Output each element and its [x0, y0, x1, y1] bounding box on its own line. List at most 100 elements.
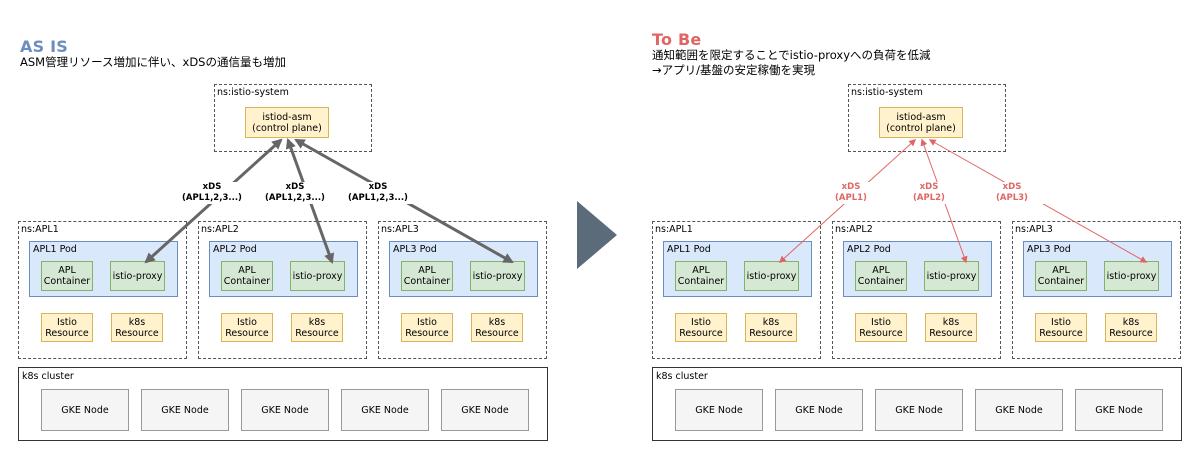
istio-resource-line-1: Istio	[1051, 316, 1071, 328]
gke-node: GKE Node	[441, 389, 529, 431]
k8s-cluster	[18, 367, 548, 441]
namespace-apl1	[18, 221, 187, 359]
control-plane-name: istiod-asm	[896, 111, 946, 123]
left-title: AS IS	[20, 37, 68, 56]
istio-resource-line-1: Istio	[691, 316, 711, 328]
right-subtitle-line-1: 通知範囲を限定することでistio-proxyへの負荷を低減	[652, 48, 931, 62]
gke-node: GKE Node	[341, 389, 429, 431]
k8s-cluster-label: k8s cluster	[22, 371, 74, 382]
control-plane-name: istiod-asm	[262, 111, 312, 123]
istio-resource-line-2: Resource	[405, 327, 449, 339]
istio-proxy: istio-proxy	[744, 261, 799, 291]
xds-label-apl3: xDS(APL3)	[977, 182, 1047, 204]
xds-label-scope: (APL3)	[996, 193, 1028, 203]
apl-container-line-1: APL	[418, 265, 436, 276]
namespace-apl2	[832, 221, 1001, 359]
istio-resource-line-2: Resource	[1039, 327, 1083, 339]
k8s-resource-line-2: Resource	[295, 327, 339, 339]
gke-node: GKE Node	[141, 389, 229, 431]
transition-arrow-shape	[577, 201, 617, 269]
k8s-resource-line-2: Resource	[115, 327, 159, 339]
right-title: To Be	[652, 30, 702, 49]
istio-resource-line-1: Istio	[237, 316, 257, 328]
xds-label-scope: (APL1)	[835, 193, 867, 203]
apl-container-line-2: Container	[403, 276, 451, 287]
istio-resource-line-2: Resource	[45, 327, 89, 339]
istio-system-label: ns:istio-system	[217, 87, 289, 98]
left-subtitle: ASM管理リソース増加に伴い、xDSの通信量も増加	[20, 55, 286, 69]
k8s-resource-line-2: Resource	[1109, 327, 1153, 339]
apl-container-line-2: Container	[223, 276, 271, 287]
control-plane-box: istiod-asm(control plane)	[879, 107, 963, 138]
namespace-apl3-label: ns:APL3	[381, 224, 419, 235]
xds-label-title: xDS	[368, 182, 388, 192]
namespace-apl1-label: ns:APL1	[655, 224, 693, 235]
istio-resource-line-2: Resource	[225, 327, 269, 339]
k8s-resource-line-1: k8s	[942, 316, 960, 328]
xds-label-scope: (APL1,2,3...)	[265, 193, 325, 203]
control-plane-box: istiod-asm(control plane)	[245, 107, 329, 138]
apl-container-line-1: APL	[692, 265, 710, 276]
k8s-resource-line-1: k8s	[128, 316, 146, 328]
xds-label-apl2: xDS(APL1,2,3...)	[260, 182, 330, 204]
k8s-resource-line-2: Resource	[929, 327, 973, 339]
apl-container-line-2: Container	[857, 276, 905, 287]
apl3-pod-label: APL3 Pod	[1027, 244, 1071, 255]
k8s-resource-line-1: k8s	[308, 316, 326, 328]
xds-label-title: xDS	[285, 182, 305, 192]
istio-resource-line-1: Istio	[417, 316, 437, 328]
k8s-cluster	[652, 367, 1182, 441]
xds-label-scope: (APL2)	[913, 193, 945, 203]
xds-label-title: xDS	[841, 182, 861, 192]
istio-proxy: istio-proxy	[924, 261, 979, 291]
apl-container-line-1: APL	[238, 265, 256, 276]
gke-node: GKE Node	[41, 389, 129, 431]
xds-label-apl1: xDS(APL1,2,3...)	[177, 182, 247, 204]
apl3-pod-label: APL3 Pod	[393, 244, 437, 255]
xds-label-apl2: xDS(APL2)	[894, 182, 964, 204]
apl-container-line-1: APL	[1052, 265, 1070, 276]
apl2-pod-label: APL2 Pod	[847, 244, 891, 255]
apl1-pod-label: APL1 Pod	[667, 244, 711, 255]
control-plane-subtitle: (control plane)	[252, 122, 322, 134]
namespace-apl1-label: ns:APL1	[21, 224, 59, 235]
namespace-apl1	[652, 221, 821, 359]
istio-system-label: ns:istio-system	[851, 87, 923, 98]
k8s-resource-line-1: k8s	[1122, 316, 1140, 328]
namespace-apl2-label: ns:APL2	[835, 224, 873, 235]
gke-node: GKE Node	[875, 389, 963, 431]
k8s-resource-line-2: Resource	[749, 327, 793, 339]
apl-container-line-2: Container	[677, 276, 725, 287]
xds-label-title: xDS	[202, 182, 222, 192]
istio-resource-line-1: Istio	[57, 316, 77, 328]
istio-resource-line-2: Resource	[859, 327, 903, 339]
istio-proxy: istio-proxy	[290, 261, 345, 291]
gke-node: GKE Node	[1075, 389, 1163, 431]
xds-label-apl3: xDS(APL1,2,3...)	[343, 182, 413, 204]
gke-node: GKE Node	[675, 389, 763, 431]
xds-label-title: xDS	[919, 182, 939, 192]
xds-label-scope: (APL1,2,3...)	[182, 193, 242, 203]
apl-container-line-2: Container	[1037, 276, 1085, 287]
k8s-resource-line-1: k8s	[762, 316, 780, 328]
istio-proxy: istio-proxy	[1104, 261, 1159, 291]
k8s-cluster-label: k8s cluster	[656, 371, 708, 382]
istio-resource-line-1: Istio	[871, 316, 891, 328]
gke-node: GKE Node	[241, 389, 329, 431]
apl2-pod-label: APL2 Pod	[213, 244, 257, 255]
k8s-resource-line-2: Resource	[475, 327, 519, 339]
gke-node: GKE Node	[975, 389, 1063, 431]
